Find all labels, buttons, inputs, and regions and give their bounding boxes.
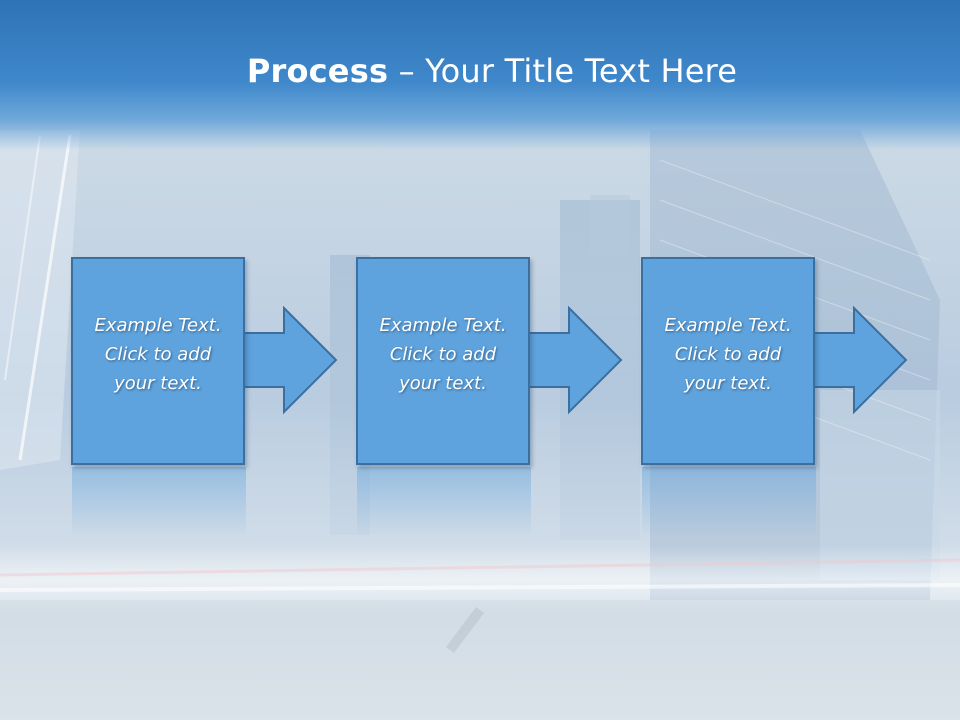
step-2-reflection [357, 467, 531, 537]
header-band [0, 0, 960, 150]
title-bold: Process [246, 52, 389, 90]
step-2-arrow-icon [529, 306, 623, 415]
step-1-text[interactable]: Example Text. Click to add your text. [94, 315, 222, 394]
step-1-arrow-icon [244, 306, 338, 415]
step-3-reflection [642, 467, 816, 537]
process-step-1[interactable]: Example Text. Click to add your text. [71, 257, 245, 465]
process-step-2[interactable]: Example Text. Click to add your text. [356, 257, 530, 465]
step-2-text[interactable]: Example Text. Click to add your text. [379, 315, 507, 394]
step-3-text[interactable]: Example Text. Click to add your text. [664, 315, 792, 394]
process-step-3[interactable]: Example Text. Click to add your text. [641, 257, 815, 465]
step-3-arrow-icon [814, 306, 908, 415]
title-rest: – Your Title Text Here [388, 52, 738, 90]
step-1-reflection [72, 467, 246, 537]
slide-title[interactable]: Process – Your Title Text Here [0, 52, 960, 90]
